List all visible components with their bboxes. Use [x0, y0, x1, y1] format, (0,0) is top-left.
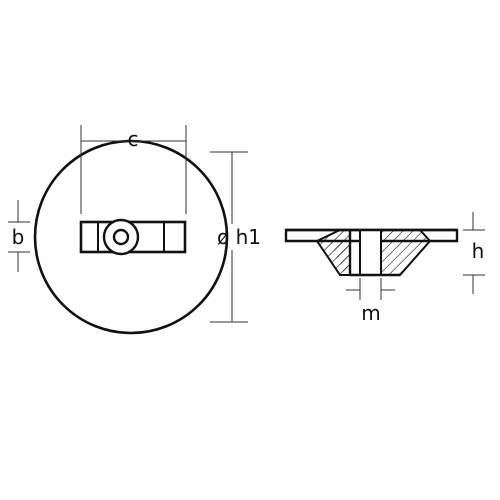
label-h: h — [472, 239, 485, 263]
dimension-c — [80, 125, 187, 214]
center-hole — [112, 228, 130, 246]
section-left-body — [330, 241, 350, 275]
label-c: c — [128, 127, 139, 151]
label-h1: ø h1 — [217, 225, 261, 249]
dimension-m — [346, 278, 395, 300]
section-right-hatched — [380, 229, 432, 276]
dimension-h1 — [210, 151, 248, 323]
dimension-b — [8, 200, 30, 272]
label-b: b — [12, 225, 25, 249]
label-m: m — [361, 301, 380, 325]
side-section-view — [284, 228, 459, 277]
top-view — [33, 139, 229, 335]
dimension-h — [463, 212, 485, 294]
center-bore — [359, 229, 382, 276]
